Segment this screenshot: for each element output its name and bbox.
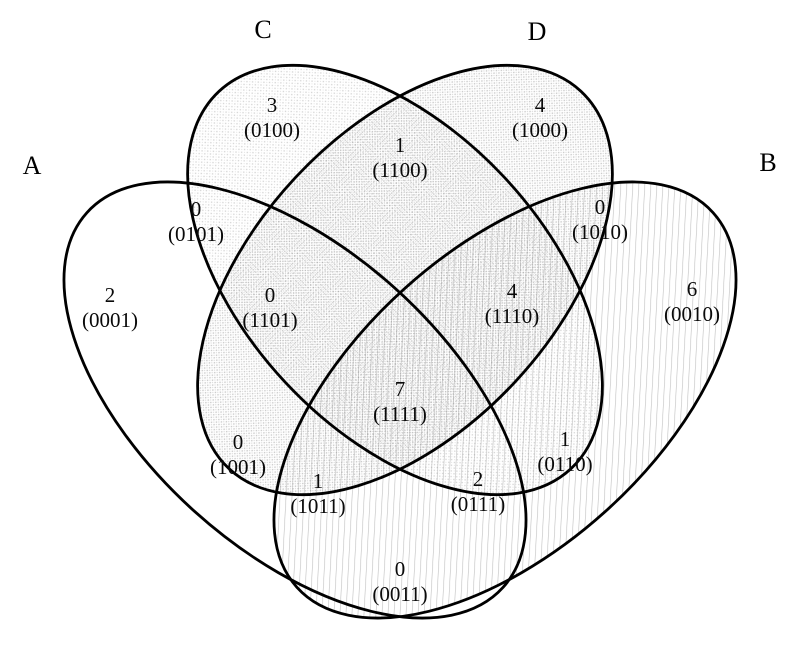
region-count: 7: [394, 377, 406, 401]
region-count: 0: [190, 197, 202, 221]
region-code: (0110): [537, 452, 593, 476]
set-label-b: B: [759, 148, 777, 177]
set-a-outline: [62, 180, 528, 620]
region-count: 1: [559, 427, 571, 451]
region-count: 1: [394, 133, 406, 157]
region-0111: 2(0111): [451, 467, 505, 517]
region-code: (1101): [242, 308, 298, 332]
region-0110: 1(0110): [537, 427, 592, 477]
set-label-d: D: [527, 17, 547, 46]
region-0011: 0(0011): [372, 557, 427, 607]
region-1001: 0(1001): [210, 430, 266, 480]
region-0001: 2(0001): [82, 283, 138, 333]
region-code: (1110): [484, 304, 540, 328]
region-code: (0011): [372, 582, 428, 606]
region-code: (0010): [664, 302, 720, 326]
region-code: (1000): [512, 118, 568, 142]
set-label-c: C: [254, 15, 272, 44]
region-count: 0: [232, 430, 244, 454]
region-code: (0101): [168, 222, 224, 246]
region-count: 0: [594, 195, 606, 219]
region-code: (0100): [244, 118, 300, 142]
region-1000: 4(1000): [512, 93, 568, 143]
region-1111: 7(1111): [373, 377, 427, 427]
region-1110: 4(1110): [485, 279, 539, 329]
region-0100: 3(0100): [244, 93, 300, 143]
region-count: 0: [264, 283, 276, 307]
region-count: 3: [266, 93, 278, 117]
region-code: (1100): [372, 158, 428, 182]
region-code: (0111): [450, 492, 506, 516]
region-code: (1111): [373, 402, 427, 426]
set-label-a: A: [22, 151, 42, 180]
set-b-fill: [273, 181, 737, 619]
region-1100: 1(1100): [372, 133, 427, 183]
region-code: (1011): [290, 494, 346, 518]
region-code: (1001): [210, 455, 266, 479]
region-1011: 1(1011): [290, 469, 345, 519]
region-1101: 0(1101): [242, 283, 297, 333]
region-count: 0: [394, 557, 406, 581]
set-d-outline: [196, 63, 614, 497]
region-code: (1010): [572, 220, 628, 244]
region-code: (0001): [82, 308, 138, 332]
region-count: 6: [686, 277, 698, 301]
region-1010: 0(1010): [572, 195, 628, 245]
region-count: 2: [472, 467, 484, 491]
region-count: 1: [312, 469, 324, 493]
region-count: 4: [506, 279, 518, 303]
set-c-outline: [186, 63, 604, 497]
region-count: 2: [104, 283, 116, 307]
set-b-outline: [272, 180, 738, 620]
region-count: 4: [534, 93, 546, 117]
region-0010: 6(0010): [664, 277, 720, 327]
region-0101: 0(0101): [168, 197, 224, 247]
